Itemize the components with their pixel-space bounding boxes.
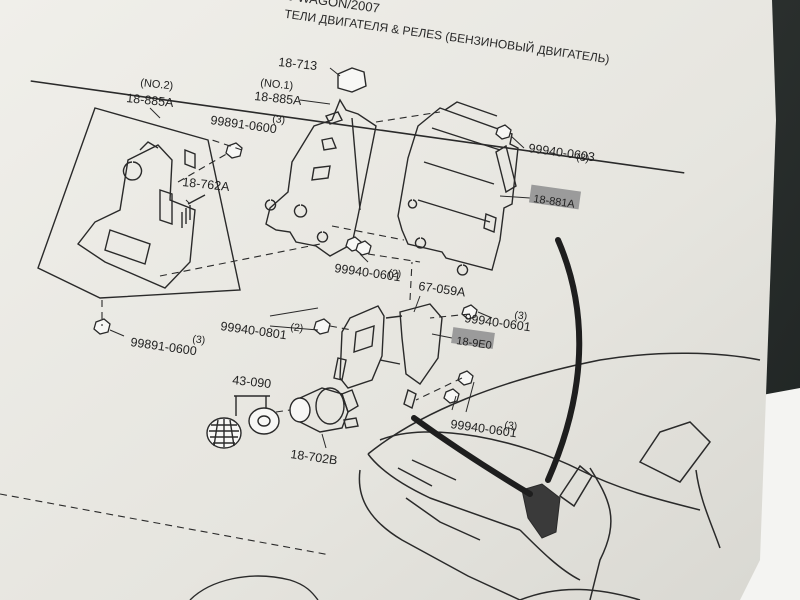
relay-bracket — [333, 303, 443, 410]
bottom-partial-drawing — [189, 575, 319, 600]
paper — [0, 0, 776, 600]
highlight-18-9e0 — [451, 327, 495, 349]
nut-icon — [93, 318, 111, 335]
nut-icon — [495, 124, 512, 140]
bracket-no1 — [264, 98, 377, 257]
label-no1: (NO.1) — [260, 77, 294, 92]
ecu-module — [397, 101, 519, 276]
label-qty-3a: (3) — [272, 113, 286, 126]
label-67-059a: 67-059A — [418, 279, 467, 300]
label-18-713: 18-713 — [278, 55, 318, 73]
label-qty-3e: (3) — [504, 419, 518, 433]
dashed-guides — [0, 111, 471, 556]
nut-icon — [313, 318, 331, 335]
label-18-9e0: 18-9E0 — [456, 335, 493, 352]
engine-bay-ecu — [521, 483, 561, 539]
label-43-090: 43-090 — [232, 373, 272, 391]
header-rule — [30, 80, 685, 174]
arrow-relay-location — [411, 415, 533, 497]
label-18-881a: 18-881A — [533, 193, 577, 211]
label-qty-3d: (3) — [192, 333, 206, 347]
arrow-ecu-location — [545, 237, 583, 483]
leader-lines — [109, 67, 531, 449]
label-qty-2b: (2) — [290, 321, 304, 335]
label-18-762a: 18-762A — [182, 175, 231, 194]
label-qty-2a: (2) — [388, 267, 402, 281]
bracket-no2-frame — [37, 107, 241, 299]
parts-43-090 — [206, 395, 280, 449]
label-qty-3b: (3) — [576, 151, 590, 165]
label-no2: (NO.2) — [140, 77, 174, 92]
label-qty-3c: (3) — [514, 309, 528, 323]
bracket-no2-body — [76, 144, 196, 289]
nut-icon — [225, 142, 243, 159]
label-18-702b: 18-702B — [290, 447, 339, 467]
nuts — [93, 124, 512, 404]
bracket-no2-group — [37, 107, 241, 299]
label-18-885a-no1: 18-885A — [254, 89, 303, 108]
label-18-885a-no2: 18-885A — [126, 91, 175, 110]
nut-icon — [461, 304, 478, 320]
nut-icon — [355, 240, 372, 256]
highlight-18-881a — [528, 184, 582, 210]
relay-cap-18-713 — [337, 67, 367, 93]
